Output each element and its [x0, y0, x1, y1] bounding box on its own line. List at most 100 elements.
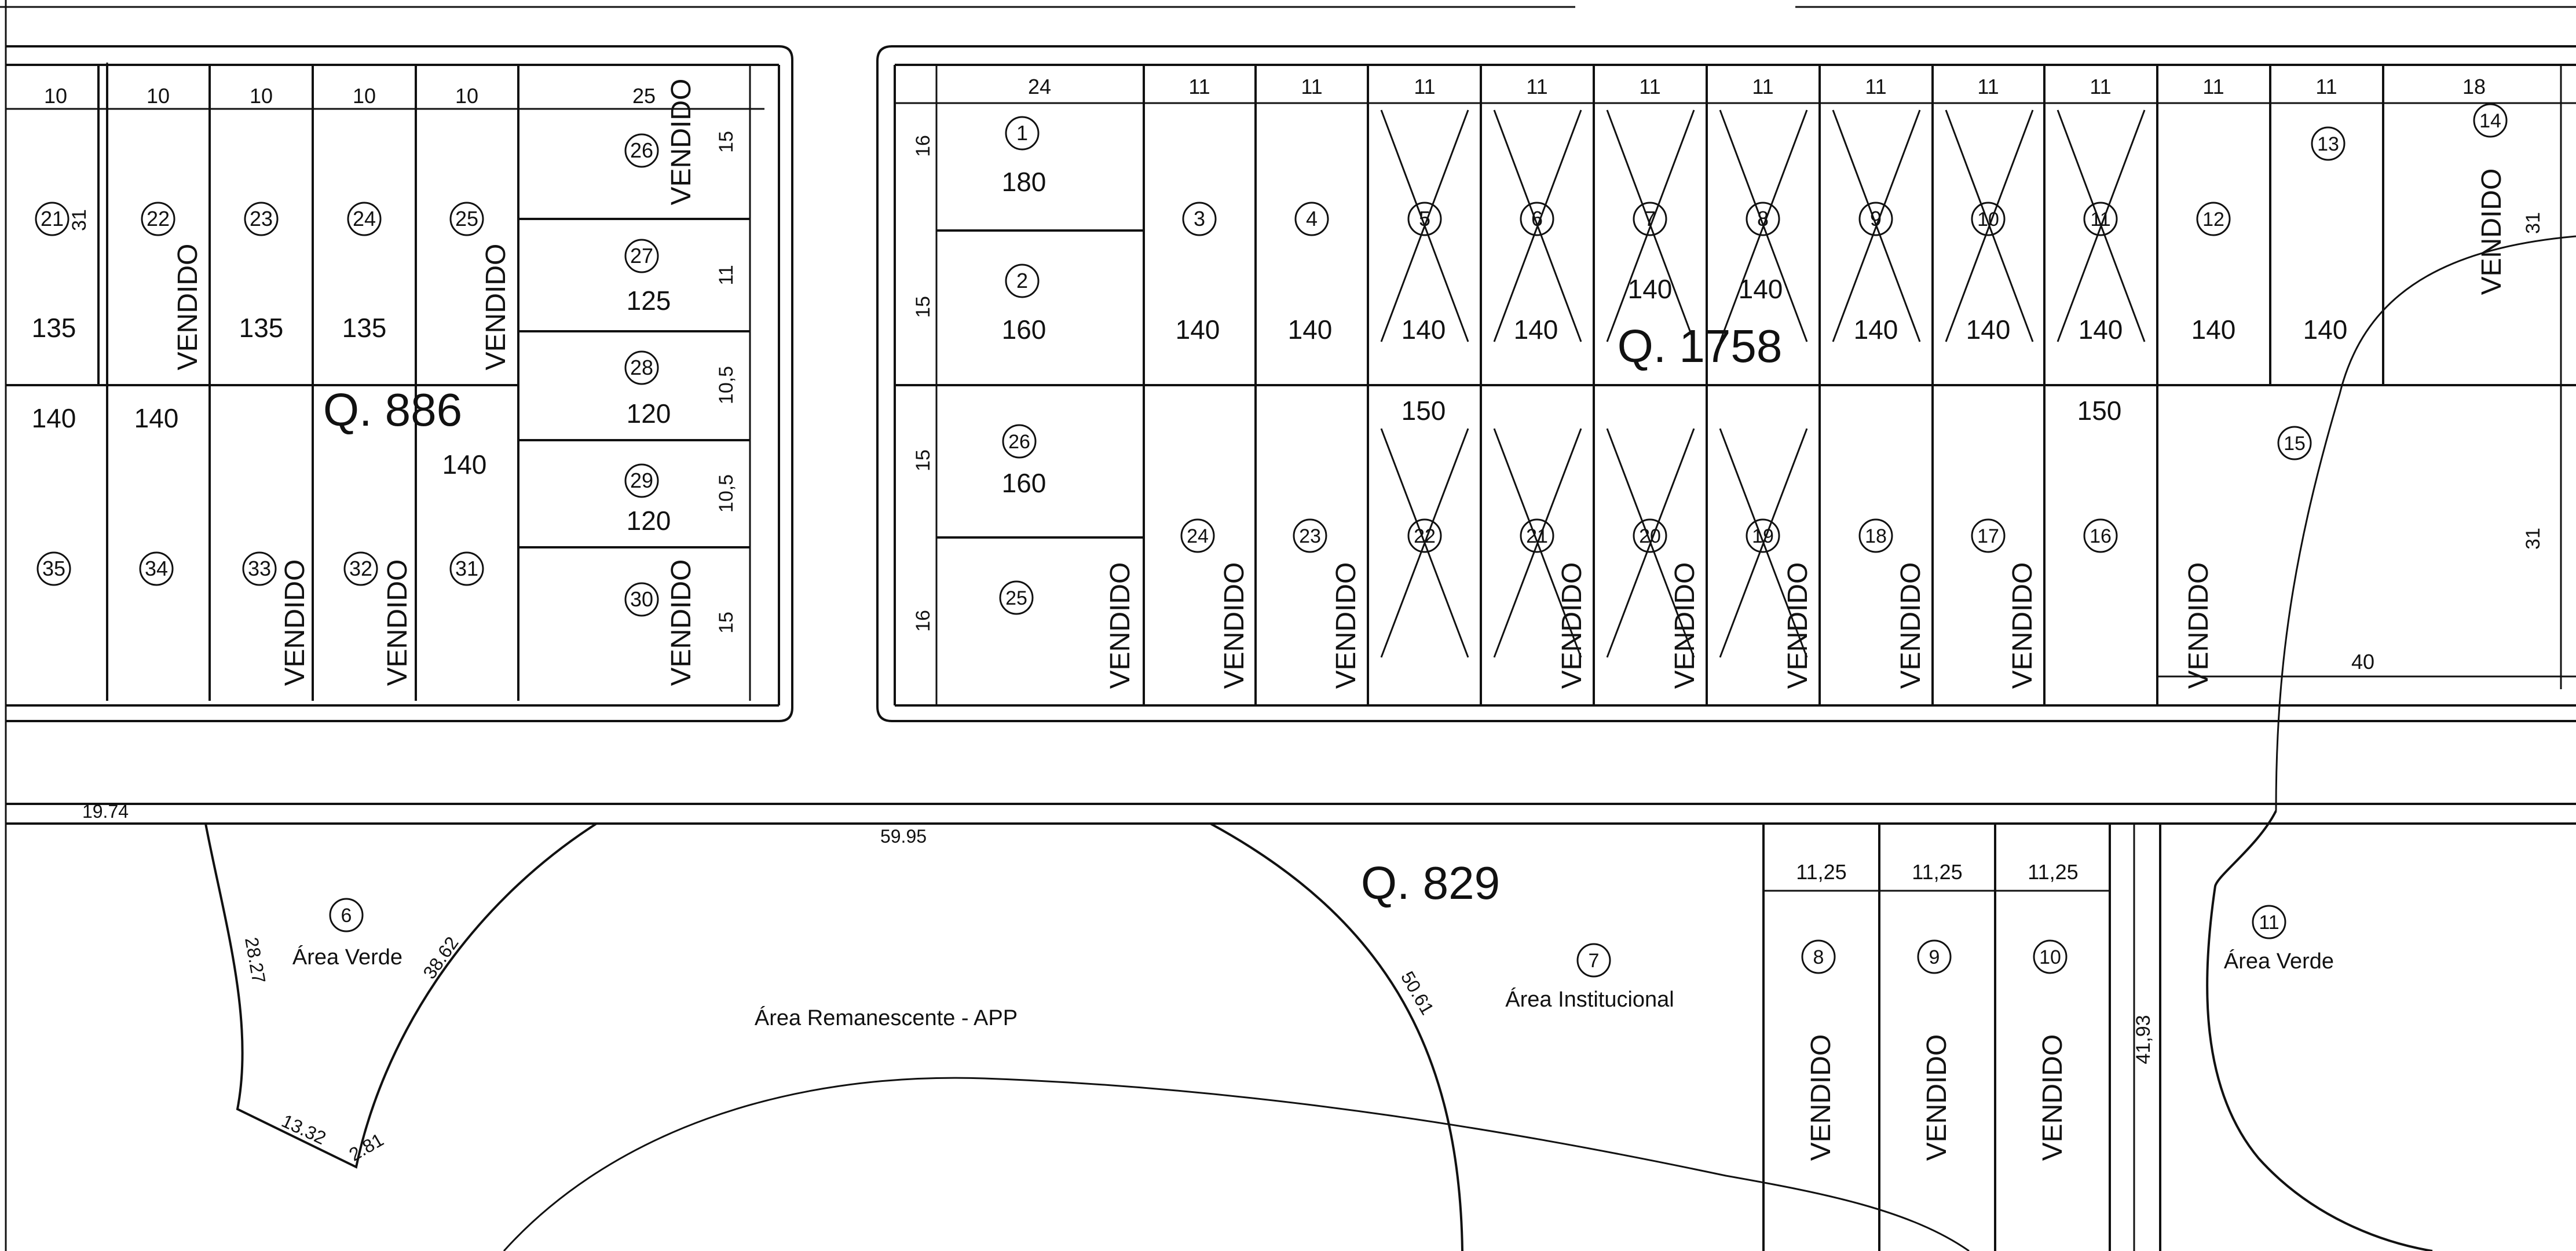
q1758-area-12: 140	[2191, 314, 2236, 345]
svg-text:33: 33	[248, 557, 271, 580]
q1758-lot-1[interactable]: 1	[1005, 116, 1040, 151]
svg-text:11: 11	[2090, 209, 2110, 231]
q1758-lot-21[interactable]: 21	[1520, 518, 1554, 553]
q1758-lot-9[interactable]: 9	[1858, 202, 1893, 236]
q1758-depth-1: 16	[912, 135, 934, 157]
area-7-marker[interactable]: 7	[1576, 943, 1611, 978]
q1758-lot-24[interactable]: 24	[1180, 518, 1215, 553]
q1758-area-5: 140	[1402, 314, 1446, 345]
svg-text:24: 24	[353, 207, 376, 231]
q1758-lot-8[interactable]: 8	[1746, 202, 1780, 236]
q1758-lot-22[interactable]: 22	[1407, 518, 1442, 553]
q829-lot-10[interactable]: 10	[2033, 939, 2068, 974]
q1758-lot-26[interactable]: 26	[1002, 424, 1037, 459]
q1758-width-3: 11	[1301, 75, 1322, 98]
q886-lot-29[interactable]: 29	[624, 463, 659, 498]
q1758-width-7: 11	[1752, 75, 1773, 98]
q886-lot-33[interactable]: 33	[242, 551, 277, 586]
q1758-lot-4[interactable]: 4	[1294, 202, 1329, 236]
svg-text:7: 7	[1589, 950, 1600, 972]
block-q829: 19.74 59.95 Q. 829 6 Área Verde 28.27 38…	[82, 801, 2433, 1251]
area-11-marker[interactable]: 11	[2252, 905, 2286, 939]
q886-lot-27[interactable]: 27	[624, 239, 659, 273]
q1758-lot-23[interactable]: 23	[1293, 518, 1327, 553]
q829-lot-9[interactable]: 9	[1917, 939, 1952, 974]
q1758-lot-5[interactable]: 5	[1407, 202, 1442, 236]
svg-text:2: 2	[1016, 269, 1028, 292]
svg-text:5: 5	[1419, 207, 1430, 231]
svg-text:21: 21	[41, 207, 64, 231]
q1758-lot-19[interactable]: 19	[1746, 518, 1780, 553]
svg-text:10: 10	[2039, 946, 2061, 968]
q886-lot-34[interactable]: 34	[139, 551, 174, 586]
q829-block-label: Q. 829	[1361, 857, 1500, 909]
q1758-lot-18[interactable]: 18	[1858, 518, 1893, 553]
q886-area-24: 135	[342, 313, 387, 343]
q1758-sold-24: VENDIDO	[1219, 562, 1250, 689]
area-6-marker[interactable]: 6	[329, 898, 364, 932]
svg-text:16: 16	[2090, 525, 2112, 547]
q1758-lot-7[interactable]: 7	[1633, 202, 1667, 236]
q886-lot-23[interactable]: 23	[244, 202, 279, 236]
q886-lot-25[interactable]: 25	[449, 202, 484, 236]
q1758-width-9: 11	[1977, 75, 1999, 98]
q1758-lot-25[interactable]: 25	[999, 580, 1034, 615]
svg-text:11: 11	[2259, 912, 2279, 934]
block-q1758: 24 11 11 11 11 11 11 11 11 11 11 11 18 1…	[876, 45, 2576, 811]
lot-8-width: 11,25	[1796, 860, 1846, 884]
q1758-lot-15[interactable]: 15	[2277, 426, 2312, 460]
q886-lot-32[interactable]: 32	[343, 551, 378, 586]
q1758-bottom-dim: 40	[2351, 650, 2374, 674]
q1758-area-7: 140	[1628, 274, 1673, 304]
svg-text:26: 26	[630, 138, 653, 162]
svg-text:23: 23	[250, 207, 273, 231]
q1758-block-label: Q. 1758	[1618, 320, 1783, 372]
q886-lot-30[interactable]: 30	[624, 582, 659, 617]
q1758-lot-12[interactable]: 12	[2196, 202, 2231, 236]
svg-text:6: 6	[341, 905, 352, 927]
svg-text:8: 8	[1813, 946, 1824, 968]
q886-depth-2: 11	[715, 265, 737, 285]
q1758-lot-14[interactable]: 14	[2473, 103, 2508, 138]
svg-text:22: 22	[147, 207, 170, 231]
q829-side-dim: 41,93	[2132, 1015, 2154, 1064]
q1758-area-3: 140	[1176, 314, 1220, 345]
q1758-lot-20[interactable]: 20	[1633, 518, 1667, 553]
q1758-lot-2[interactable]: 2	[1005, 264, 1040, 298]
q1758-lot-16[interactable]: 16	[2083, 518, 2118, 553]
q886-lot-21[interactable]: 21	[35, 202, 69, 236]
q1758-width-13: 18	[2462, 75, 2486, 98]
area-6-dim-4: 2.81	[346, 1129, 387, 1165]
q829-lot-8[interactable]: 8	[1801, 939, 1836, 974]
q886-area-34: 140	[134, 403, 179, 433]
q1758-lot-13[interactable]: 13	[2311, 126, 2346, 161]
q886-lot-22[interactable]: 22	[141, 202, 175, 236]
q1758-width-1: 24	[1028, 75, 1051, 98]
q1758-lot-10[interactable]: 10	[1971, 202, 2006, 236]
svg-text:24: 24	[1187, 525, 1209, 547]
q886-lot-26[interactable]: 26	[624, 133, 659, 168]
q1758-area-4: 140	[1288, 314, 1333, 345]
q1758-lot-6[interactable]: 6	[1520, 202, 1554, 236]
q1758-sold-19: VENDIDO	[1783, 562, 1813, 689]
svg-text:14: 14	[2479, 110, 2501, 132]
q1758-sold-18: VENDIDO	[1896, 562, 1926, 689]
q1758-lot-11[interactable]: 11	[2083, 202, 2118, 236]
q1758-lot-17[interactable]: 17	[1971, 518, 2006, 553]
q1758-lot-3[interactable]: 3	[1182, 202, 1217, 236]
q886-sold-22: VENDIDO	[173, 244, 203, 371]
q886-lot-31[interactable]: 31	[449, 551, 484, 586]
crossed-lots	[1380, 109, 2146, 658]
q886-depth-5: 15	[715, 612, 737, 634]
q1758-width-8: 11	[1865, 75, 1886, 98]
q886-lot-24[interactable]: 24	[347, 202, 382, 236]
q829-sold-10: VENDIDO	[2037, 1034, 2068, 1161]
q886-area-27: 125	[627, 286, 671, 316]
q886-area-23: 135	[239, 313, 284, 343]
area-7-label: Área Institucional	[1505, 987, 1674, 1012]
q886-area-29: 120	[627, 506, 671, 536]
q886-lot-35[interactable]: 35	[36, 551, 71, 586]
svg-text:29: 29	[630, 469, 653, 492]
q886-lot-28[interactable]: 28	[624, 350, 659, 385]
q886-sold-30: VENDIDO	[666, 559, 697, 686]
